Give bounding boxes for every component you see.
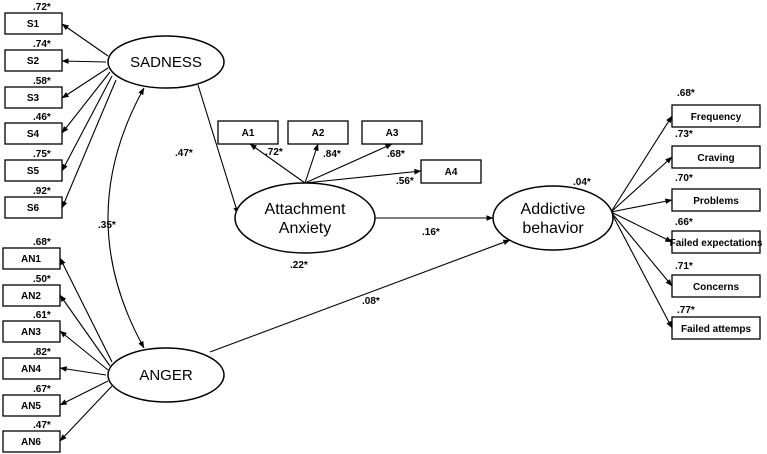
- latent-addictive-behavior: Addictive behavior: [492, 185, 614, 251]
- indicator-frequency: Frequency .68*: [671, 88, 761, 128]
- svg-text:.68*: .68*: [387, 149, 405, 160]
- latent-anger: ANGER: [107, 347, 225, 403]
- svg-text:AN4: AN4: [21, 364, 41, 375]
- indicator-s2: S2 .74*: [4, 39, 63, 72]
- svg-text:.68*: .68*: [677, 88, 695, 99]
- svg-text:Concerns: Concerns: [693, 282, 740, 293]
- svg-text:S3: S3: [27, 93, 40, 104]
- svg-text:S4: S4: [27, 129, 40, 140]
- svg-text:S5: S5: [27, 166, 40, 177]
- path-sadness-to-attachment: [197, 84, 239, 215]
- svg-text:.84*: .84*: [323, 149, 341, 160]
- indicator-s3: S3 .58*: [4, 76, 63, 109]
- svg-text:.56*: .56*: [396, 176, 414, 187]
- latent-sadness: SADNESS: [107, 35, 225, 89]
- svg-text:A2: A2: [312, 128, 325, 139]
- latent-attachment-anxiety: Attachment Anxiety: [234, 182, 376, 254]
- indicator-an4: AN4 .82*: [2, 347, 61, 380]
- svg-text:.73*: .73*: [675, 129, 693, 140]
- indicator-a4: A4 .56*: [396, 159, 482, 187]
- indicator-s6: S6 .92*: [4, 186, 63, 219]
- svg-text:SADNESS: SADNESS: [130, 54, 202, 71]
- coef-sadness-to-attachment: .47*: [175, 148, 193, 159]
- anger-loading-arrows: [59, 257, 113, 442]
- svg-text:.74*: .74*: [33, 39, 51, 50]
- svg-text:Addictive: Addictive: [521, 201, 586, 218]
- correlation-sadness-anger: [107, 87, 145, 349]
- indicator-s5: S5 .75*: [4, 149, 63, 182]
- svg-text:.82*: .82*: [33, 347, 51, 358]
- svg-text:.61*: .61*: [33, 310, 51, 321]
- indicator-an1: AN1 .68*: [2, 237, 61, 270]
- indicator-craving: Craving .73*: [671, 129, 761, 169]
- coef-attachment-to-addictive: .16*: [422, 227, 440, 238]
- coef-sadness-anger-correlation: .35*: [98, 220, 116, 231]
- attachment-loading-arrows: [249, 143, 422, 184]
- svg-text:.47*: .47*: [33, 420, 51, 431]
- r2-addictive-behavior: .04*: [573, 177, 591, 188]
- attachment-indicators: A1 .72* A2 .84* A3 .68* A4 .56*: [217, 120, 482, 187]
- svg-text:A4: A4: [445, 167, 458, 178]
- indicator-concerns: Concerns .71*: [671, 261, 761, 298]
- indicator-s4: S4 .46*: [4, 112, 63, 145]
- svg-text:.72*: .72*: [265, 147, 283, 158]
- svg-text:A3: A3: [386, 128, 399, 139]
- svg-text:Frequency: Frequency: [691, 112, 742, 123]
- svg-text:.68*: .68*: [33, 237, 51, 248]
- indicator-a1: A1 .72*: [217, 120, 283, 158]
- svg-text:.71*: .71*: [675, 261, 693, 272]
- svg-text:S2: S2: [27, 56, 40, 67]
- svg-text:AN3: AN3: [21, 327, 41, 338]
- indicator-problems: Problems .70*: [671, 173, 761, 212]
- indicator-an5: AN5 .67*: [2, 384, 61, 417]
- svg-text:.92*: .92*: [33, 186, 51, 197]
- svg-text:.67*: .67*: [33, 384, 51, 395]
- indicator-an6: AN6 .47*: [2, 420, 61, 453]
- svg-text:S6: S6: [27, 203, 40, 214]
- anger-indicators: AN1 .68* AN2 .50* AN3 .61* AN4 .82* AN5 …: [2, 237, 61, 453]
- addictive-indicators: Frequency .68* Craving .73* Problems .70…: [670, 88, 763, 340]
- r2-attachment-anxiety: .22*: [290, 260, 308, 271]
- indicator-failed-attemps: Failed attemps .77*: [671, 305, 761, 340]
- svg-text:S1: S1: [27, 19, 40, 30]
- path-anger-to-addictive: [209, 239, 511, 353]
- svg-text:.70*: .70*: [675, 173, 693, 184]
- svg-text:A1: A1: [242, 128, 255, 139]
- svg-text:.58*: .58*: [33, 76, 51, 87]
- indicator-a3: A3 .68*: [361, 120, 423, 160]
- svg-text:.50*: .50*: [33, 274, 51, 285]
- svg-text:ANGER: ANGER: [139, 367, 193, 384]
- indicator-an2: AN2 .50*: [2, 274, 61, 307]
- svg-text:AN6: AN6: [21, 437, 41, 448]
- svg-text:.72*: .72*: [33, 2, 51, 13]
- indicator-failed-expectations: Failed expectations .66*: [670, 217, 763, 254]
- svg-text:AN5: AN5: [21, 401, 41, 412]
- svg-text:Failed expectations: Failed expectations: [670, 238, 763, 249]
- svg-text:behavior: behavior: [522, 220, 584, 237]
- svg-text:Problems: Problems: [693, 196, 739, 207]
- coef-anger-to-addictive: .08*: [362, 296, 380, 307]
- svg-text:Failed attemps: Failed attemps: [681, 324, 751, 335]
- sadness-indicators: S1 .72* S2 .74* S3 .58* S4 .46* S5 .75* …: [4, 2, 63, 219]
- svg-text:.77*: .77*: [677, 305, 695, 316]
- svg-text:Anxiety: Anxiety: [279, 220, 331, 237]
- indicator-s1: S1 .72*: [4, 2, 63, 35]
- svg-text:AN1: AN1: [21, 254, 41, 265]
- svg-text:.66*: .66*: [675, 217, 693, 228]
- sadness-loading-arrows: [61, 23, 117, 209]
- indicator-a2: A2 .84*: [287, 120, 349, 160]
- indicator-an3: AN3 .61*: [2, 310, 61, 343]
- svg-text:Attachment: Attachment: [265, 201, 346, 218]
- svg-text:AN2: AN2: [21, 291, 41, 302]
- svg-text:.46*: .46*: [33, 112, 51, 123]
- svg-text:Craving: Craving: [697, 153, 734, 164]
- svg-text:.75*: .75*: [33, 149, 51, 160]
- addictive-loading-arrows: [610, 115, 673, 329]
